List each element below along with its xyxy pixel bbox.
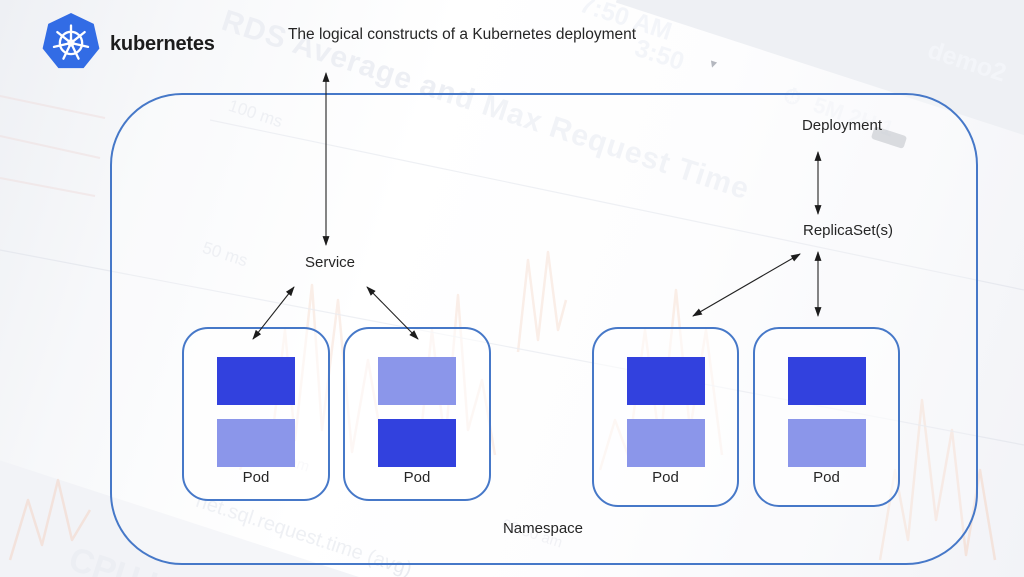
service-label: Service — [304, 254, 356, 271]
container-rect — [378, 357, 456, 405]
container-rect — [378, 419, 456, 467]
container-rect — [787, 419, 866, 467]
namespace-label: Namespace — [502, 520, 584, 537]
pod-label: Pod — [403, 469, 431, 486]
watermark-caret-icon: ▾ — [707, 55, 719, 72]
deployment-label: Deployment — [801, 117, 883, 134]
watermark-demo-label: demo2 — [924, 36, 1010, 88]
kubernetes-logo-icon — [42, 12, 100, 69]
kubernetes-wordmark: kubernetes — [110, 33, 215, 55]
slide-title: The logical constructs of a Kubernetes d… — [287, 26, 637, 43]
pod-label: Pod — [813, 469, 840, 486]
container-rect — [626, 357, 705, 405]
pod-box-3: Pod — [592, 327, 739, 507]
replicaset-label: ReplicaSet(s) — [802, 222, 894, 239]
pod-box-2: Pod — [343, 327, 491, 501]
pod-box-1: Pod — [182, 327, 330, 501]
container-rect — [787, 357, 866, 405]
pod-label: Pod — [242, 469, 270, 486]
container-rect — [217, 357, 295, 405]
container-rect — [217, 419, 295, 467]
pod-box-4: Pod — [753, 327, 900, 507]
container-rect — [626, 419, 705, 467]
pod-label: Pod — [652, 469, 679, 486]
